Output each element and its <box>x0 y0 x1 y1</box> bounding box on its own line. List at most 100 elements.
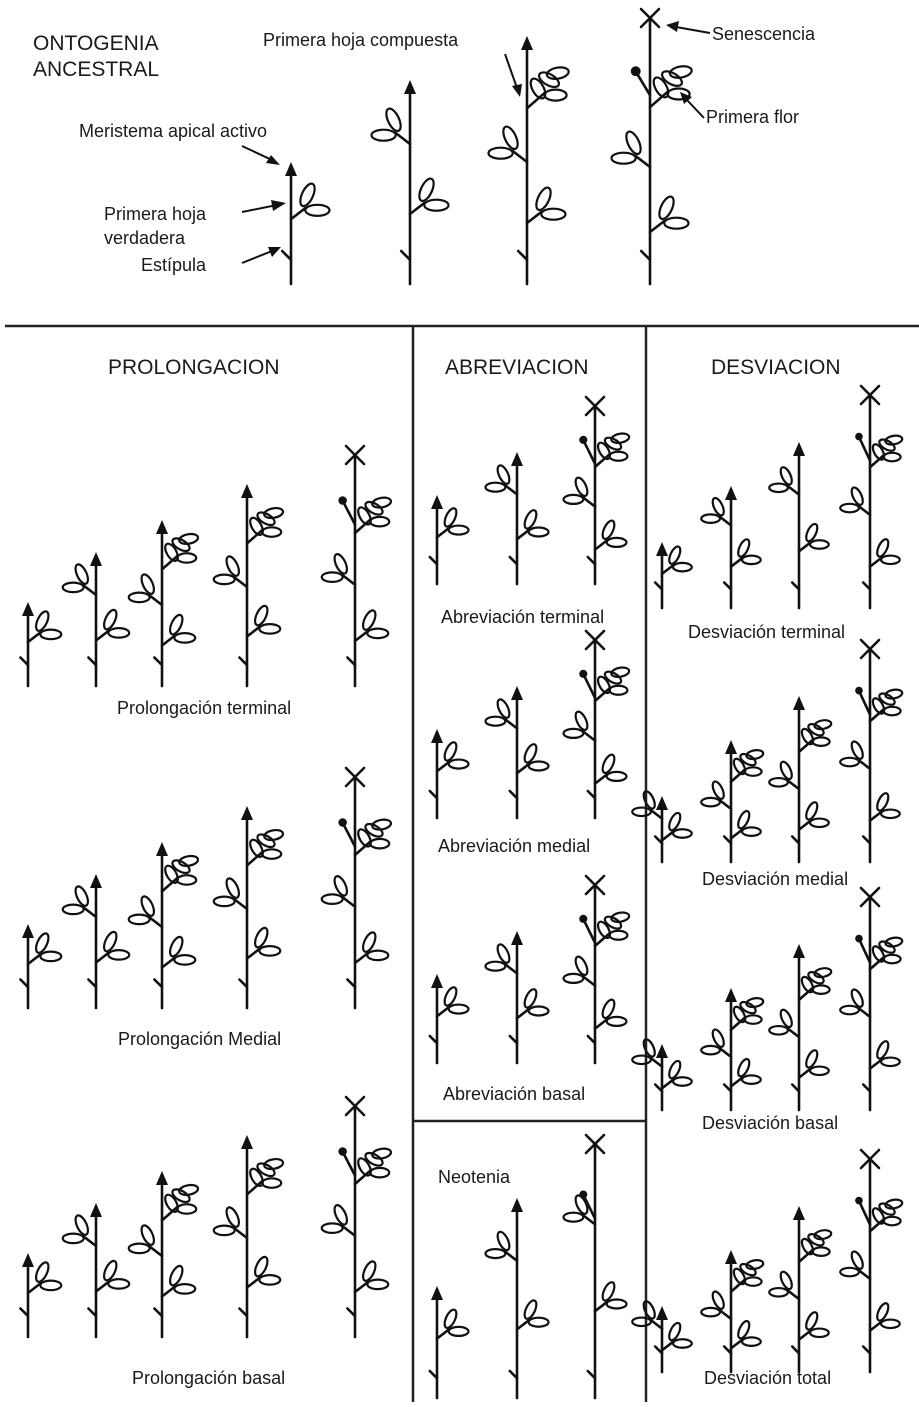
flower <box>579 669 588 678</box>
senescence-mark <box>344 1095 366 1117</box>
leaflet <box>39 950 63 963</box>
leaflet <box>610 432 631 445</box>
leaflet <box>800 727 815 746</box>
title-line-1: ONTOGENIA <box>33 32 159 55</box>
arrow-meristema <box>241 145 280 165</box>
leaflet <box>671 1076 693 1087</box>
leaflet <box>366 1278 390 1291</box>
leaflet <box>256 511 276 527</box>
compound-leaf-rachis <box>245 528 264 545</box>
flower <box>855 1196 863 1205</box>
leaflet <box>642 1300 656 1320</box>
leaf-petiole <box>94 1280 110 1293</box>
apical-meristem-arrow <box>404 80 416 94</box>
stipule <box>508 789 519 800</box>
stipule <box>238 1307 249 1318</box>
label-prolongacion-medial: Prolongación Medial <box>118 1029 281 1049</box>
leaf-petiole <box>581 730 597 742</box>
stipule <box>722 1083 733 1093</box>
leaflet <box>263 506 285 520</box>
plant <box>19 1253 63 1339</box>
leaf-petiole <box>503 963 519 975</box>
plant <box>839 384 904 610</box>
leaflet <box>574 476 589 498</box>
leaflet <box>666 87 691 101</box>
panel-grid <box>5 324 919 1402</box>
leaflet <box>879 554 901 566</box>
plant <box>487 36 570 286</box>
leaflet <box>34 932 50 954</box>
leaflet <box>484 481 507 493</box>
arrow-estipula <box>241 247 281 264</box>
plant <box>768 696 833 864</box>
plant <box>839 638 904 864</box>
apical-meristem-arrow <box>241 1135 253 1149</box>
senescence-mark <box>344 444 366 466</box>
label-neotenia: Neotenia <box>438 1167 511 1187</box>
plant <box>700 486 762 610</box>
flower-pedicel <box>342 501 357 526</box>
leaflet <box>745 749 765 761</box>
leaflet <box>443 741 458 762</box>
leaflet <box>256 1162 276 1178</box>
leaflet <box>878 940 896 954</box>
leaf-petiole <box>729 1076 744 1088</box>
leaflet <box>642 1038 656 1058</box>
leaflet <box>739 1262 757 1277</box>
leaflet <box>164 1193 179 1213</box>
stipule <box>153 1307 164 1318</box>
leaflet <box>876 1040 890 1060</box>
apical-meristem-arrow <box>285 162 297 176</box>
leaf-petiole <box>786 1027 801 1039</box>
plant <box>631 1300 693 1374</box>
leaflet <box>625 130 642 156</box>
leaflet <box>258 945 282 957</box>
label-primera-flor: Primera flor <box>706 107 799 127</box>
leaflet <box>258 623 282 635</box>
compound-leaf-rachis <box>593 687 611 703</box>
leaflet <box>74 1214 90 1236</box>
leaflet <box>39 1279 63 1292</box>
leaf-petiole <box>341 573 357 587</box>
stipule <box>861 581 872 591</box>
leaf-petiole <box>160 634 176 647</box>
plant <box>562 629 631 820</box>
leaflet <box>523 1299 538 1320</box>
flower <box>579 1190 588 1199</box>
leaflet <box>225 877 241 899</box>
leaflet <box>102 1259 118 1282</box>
leaflet <box>671 561 693 573</box>
leaflet <box>850 740 864 760</box>
leaflet <box>168 613 184 636</box>
leaflet <box>258 1274 282 1286</box>
leaflet <box>740 1336 762 1347</box>
leaflet <box>443 507 458 528</box>
flower <box>855 934 863 943</box>
leaflet <box>737 809 751 830</box>
leaflet <box>253 604 269 627</box>
leaflet <box>127 913 151 926</box>
plant <box>839 1148 904 1374</box>
leaf-petiole <box>515 1319 531 1331</box>
leaflet <box>658 195 675 221</box>
label-desviacion-terminal: Desviación terminal <box>688 622 845 642</box>
header-abreviacion: ABREVIACION <box>445 356 589 379</box>
leaf-petiole <box>868 556 883 568</box>
senescence-mark <box>584 874 606 896</box>
leaflet <box>364 500 384 516</box>
label-prolongacion-terminal: Prolongación terminal <box>117 698 291 718</box>
plant <box>700 740 765 864</box>
leaf-petiole <box>82 1235 98 1248</box>
compound-leaf-rachis <box>245 850 264 867</box>
apical-meristem-arrow <box>22 924 34 938</box>
leaflet <box>496 943 511 964</box>
leaf-petiole <box>515 1007 531 1020</box>
leaflet <box>737 538 751 558</box>
leaf-petiole <box>233 1227 249 1240</box>
plant <box>562 874 631 1065</box>
leaflet <box>601 753 616 775</box>
leaflet <box>164 542 179 562</box>
leaflet <box>884 1198 904 1210</box>
stipule <box>87 1307 98 1318</box>
plant <box>320 1095 393 1339</box>
